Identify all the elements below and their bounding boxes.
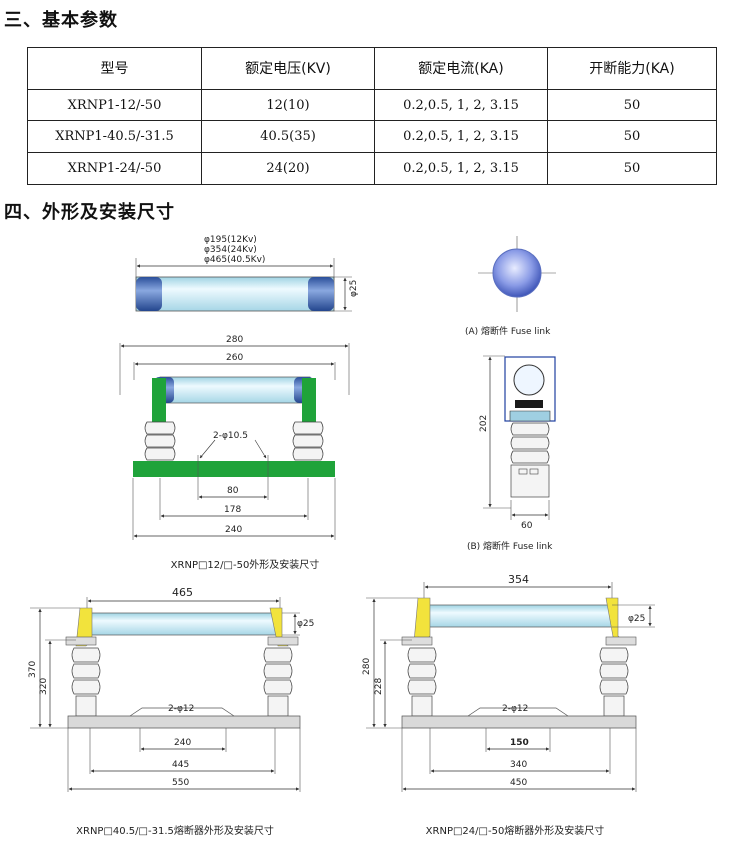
caption-a: (A) 熔断件 Fuse link xyxy=(465,325,551,337)
fuse-tube-drawing: φ195(12Kv) φ354(24Kv) φ465(40.5Kv) φ25 xyxy=(135,235,359,312)
dim-label: 240 xyxy=(225,525,242,535)
dim-label: 80 xyxy=(227,486,239,496)
height-label: 370 xyxy=(28,661,38,678)
caption-405: XRNP□40.5/□-31.5熔断器外形及安装尺寸 xyxy=(76,824,274,837)
caption-24: XRNP□24/□-50熔断器外形及安装尺寸 xyxy=(426,824,605,837)
length-label: φ465(40.5Kv) xyxy=(204,255,265,265)
diameter-label: φ25 xyxy=(297,619,314,629)
params-table: 型号 额定电压(KV) 额定电流(KA) 开断能力(KA) XRNP1-12/-… xyxy=(27,47,717,185)
table-row: XRNP1-12/-50 12(10) 0.2,0.5, 1, 2, 3.15 … xyxy=(27,88,717,122)
table-cell: 0.2,0.5, 1, 2, 3.15 xyxy=(374,152,548,185)
diameter-label: φ25 xyxy=(349,280,359,297)
table-cell: 50 xyxy=(547,152,717,185)
xrnp405-drawing: 465 φ25 2-φ12 370 320 240 xyxy=(28,586,314,837)
dim-label: 354 xyxy=(508,573,529,586)
table-cell: 50 xyxy=(547,120,717,154)
table-cell: 24(20) xyxy=(201,152,375,185)
xrnp24-drawing: 354 φ25 2-φ12 280 228 150 xyxy=(362,573,655,837)
section-title-basic-params: 三、基本参数 xyxy=(4,10,118,31)
caption-b: (B) 熔断件 Fuse link xyxy=(467,540,553,552)
dim-label: 260 xyxy=(226,353,243,363)
dim-label: 550 xyxy=(172,778,189,788)
table-cell: 40.5(35) xyxy=(201,120,375,154)
holes-label: 2-φ12 xyxy=(168,704,194,714)
fuse-side-view: 202 60 (B) 熔断件 Fuse link xyxy=(467,355,556,552)
dim-label: 240 xyxy=(174,738,191,748)
dim-label: 445 xyxy=(172,760,189,770)
col-breaking-capacity: 开断能力(KA) xyxy=(547,47,717,90)
holes-label: 2-φ12 xyxy=(502,704,528,714)
diameter-label: φ25 xyxy=(628,614,645,624)
dim-label: 150 xyxy=(510,738,529,748)
height-label: 202 xyxy=(479,415,489,432)
dim-label: 340 xyxy=(510,760,527,770)
height-label: 280 xyxy=(362,658,372,675)
col-model: 型号 xyxy=(27,47,202,90)
table-row: XRNP1-24/-50 24(20) 0.2,0.5, 1, 2, 3.15 … xyxy=(27,152,717,185)
xrnp12-drawing: 280 260 2-φ10.5 80 178 xyxy=(119,335,350,571)
table-cell: XRNP1-24/-50 xyxy=(27,152,202,185)
section-title-dimensions: 四、外形及安装尺寸 xyxy=(4,202,175,223)
table-cell: 0.2,0.5, 1, 2, 3.15 xyxy=(374,120,548,154)
height-label: 228 xyxy=(374,678,384,695)
dim-label: 178 xyxy=(224,505,241,515)
col-rated-current: 额定电流(KA) xyxy=(374,47,548,90)
holes-label: 2-φ10.5 xyxy=(213,431,248,441)
dim-label: 450 xyxy=(510,778,527,788)
length-label: φ354(24Kv) xyxy=(204,245,257,255)
table-cell: 0.2,0.5, 1, 2, 3.15 xyxy=(374,88,548,122)
dim-label: 465 xyxy=(172,586,193,599)
fuse-end-view: (A) 熔断件 Fuse link xyxy=(465,236,556,337)
length-label: φ195(12Kv) xyxy=(204,235,257,245)
table-cell: 50 xyxy=(547,88,717,122)
table-header-row: 型号 额定电压(KV) 额定电流(KA) 开断能力(KA) xyxy=(27,47,717,90)
dim-label: 280 xyxy=(226,335,243,345)
caption-12: XRNP□12/□-50外形及安装尺寸 xyxy=(171,558,320,571)
width-label: 60 xyxy=(521,521,533,531)
col-rated-voltage: 额定电压(KV) xyxy=(201,47,375,90)
height-label: 320 xyxy=(39,678,49,695)
